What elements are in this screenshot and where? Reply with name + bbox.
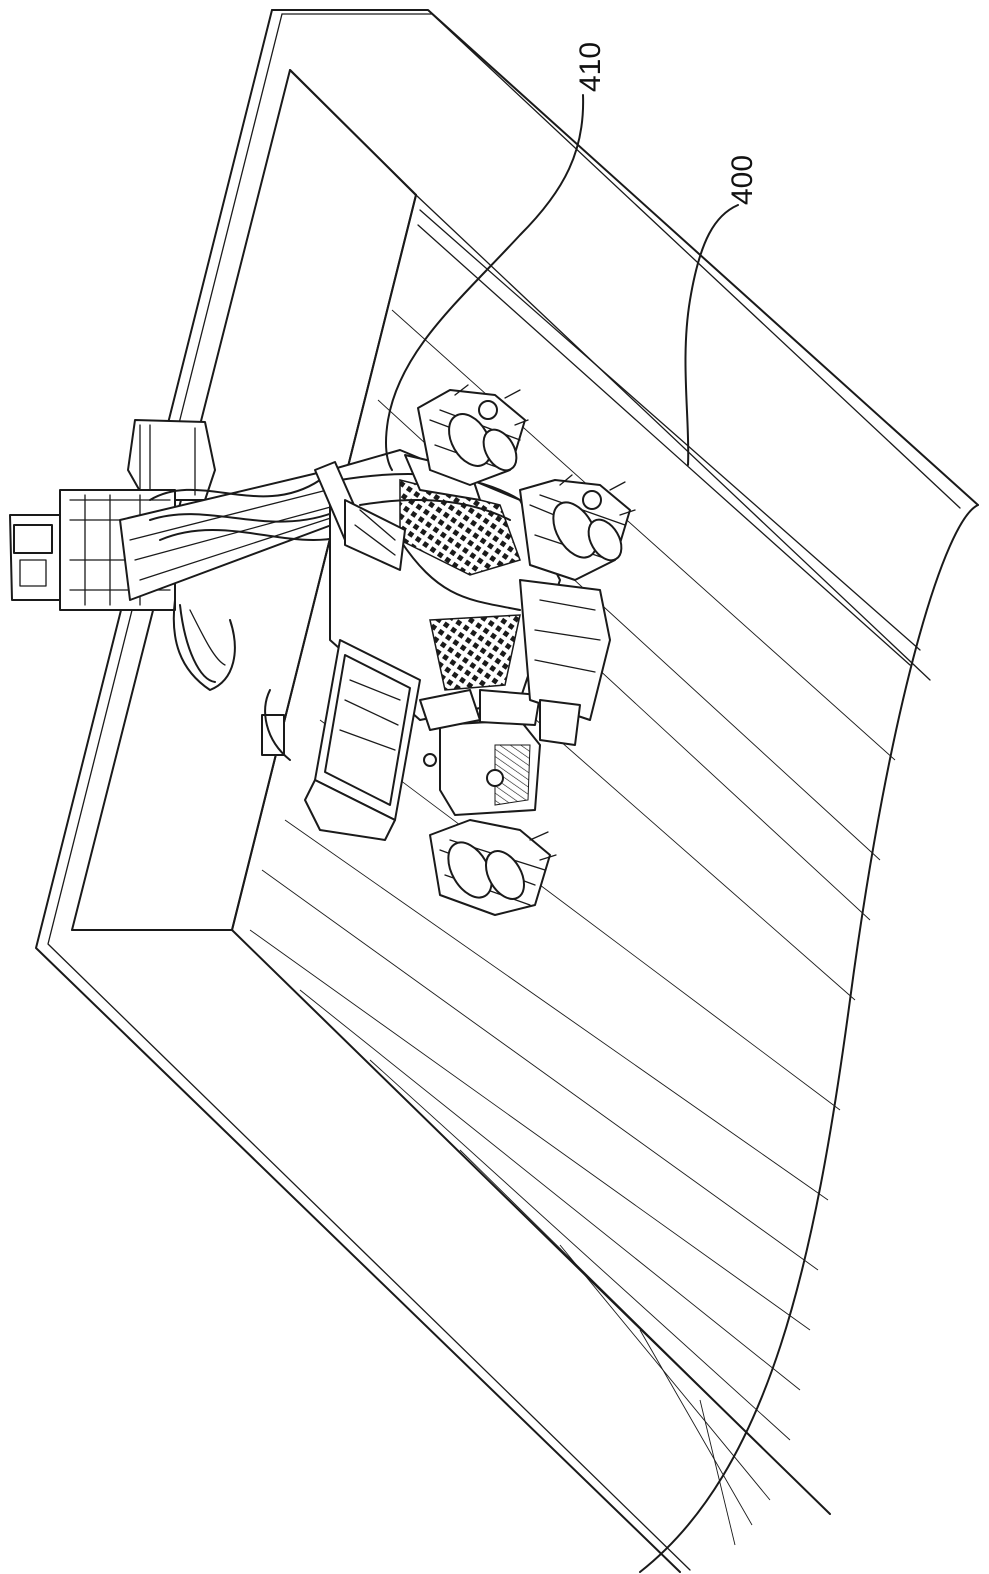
cable-boom	[9, 419, 361, 691]
raised-box-inner-corner	[231, 194, 417, 931]
wheel-rear-right	[417, 384, 529, 486]
curved-surface-edge	[639, 504, 979, 1573]
outer-frame-edge	[271, 9, 979, 506]
wheel-front-left	[429, 819, 557, 916]
label-400: 400	[726, 155, 759, 205]
robot-410	[9, 384, 636, 916]
surface-stripes	[249, 209, 921, 1546]
robot-body	[314, 449, 561, 721]
outer-left-edge-inner	[47, 13, 691, 1571]
raised-box-side	[415, 194, 931, 681]
wheel-front-right	[519, 474, 636, 581]
control-box	[419, 689, 541, 816]
outer-left-edge	[35, 9, 681, 1573]
motor-housing-right	[404, 454, 611, 746]
outer-frame-edge-inner	[281, 13, 961, 509]
reference-annotations: 410 400	[384, 42, 759, 471]
leader-line-410	[384, 94, 585, 471]
label-410: 410	[574, 42, 607, 92]
leader-line-400	[684, 204, 739, 466]
screen-unit	[261, 639, 421, 841]
raised-box-back-edge	[289, 69, 417, 196]
